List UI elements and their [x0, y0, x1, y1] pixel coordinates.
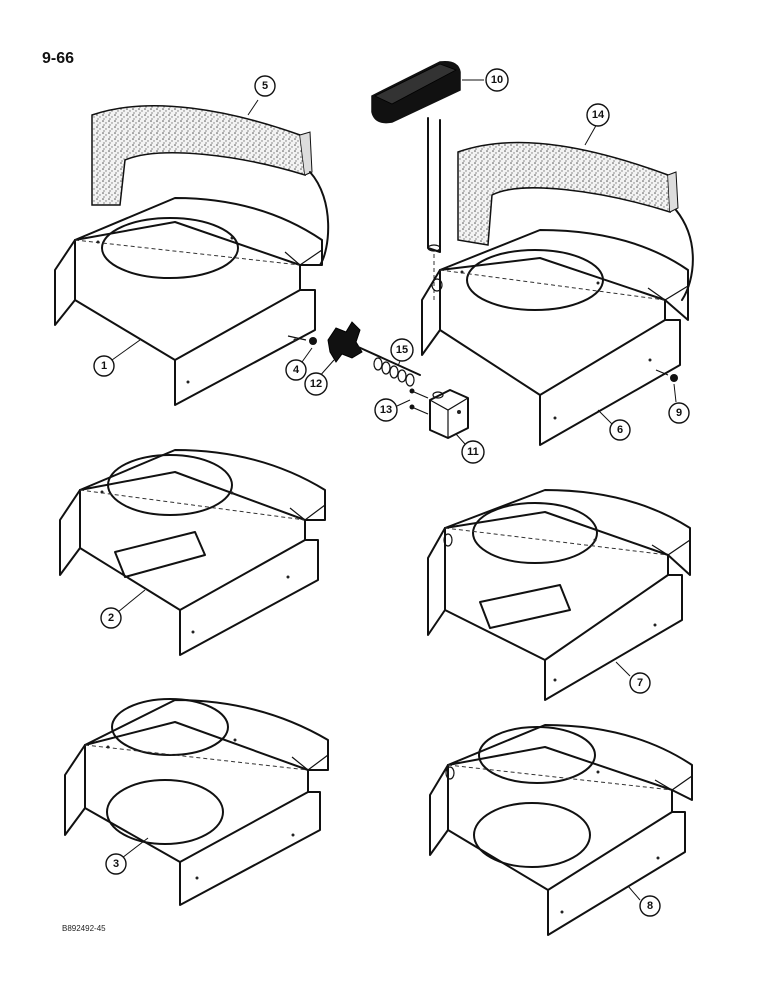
callout-1-label: 1: [101, 360, 107, 372]
callout-6: 6: [609, 419, 631, 441]
leader-9: [673, 383, 677, 403]
cover-part-3: [64, 698, 329, 906]
leader-7: [615, 661, 631, 677]
leader-13: [396, 399, 411, 407]
callout-9: 9: [668, 402, 690, 424]
screw-part-4: [287, 335, 317, 345]
foam-pad-leader-left: [309, 171, 330, 266]
callout-14-label: 14: [592, 109, 605, 121]
handle-part-10: [371, 60, 461, 300]
page-number: 9-66: [42, 50, 75, 67]
leader-3: [121, 837, 149, 859]
callout-2-label: 2: [108, 612, 114, 624]
knob-part-12: [327, 321, 421, 376]
cover-part-6: [421, 229, 689, 446]
callout-5: 5: [254, 75, 276, 97]
cover-part-7: [427, 489, 691, 701]
cover-part-1: [54, 197, 323, 406]
callout-7-label: 7: [637, 677, 643, 689]
leader-5: [247, 99, 259, 116]
callout-5-label: 5: [262, 80, 268, 92]
reference-code: B892492-45: [62, 924, 106, 933]
washers-part-15: [373, 357, 415, 387]
callout-11-label: 11: [467, 446, 479, 458]
callout-14: 14: [586, 103, 610, 127]
foam-pad-leader-right: [675, 209, 694, 301]
screws-part-13: [409, 388, 429, 415]
callout-15-label: 15: [396, 344, 408, 356]
leader-4: [301, 347, 313, 363]
callout-13-label: 13: [380, 404, 392, 416]
callout-6-label: 6: [617, 424, 623, 436]
callout-3: 3: [105, 853, 127, 875]
cover-part-8: [429, 724, 693, 936]
callout-10-label: 10: [491, 74, 503, 86]
leader-6: [597, 409, 613, 425]
callout-11: 11: [461, 440, 485, 464]
screw-part-9: [655, 369, 678, 382]
cover-part-2: [59, 449, 326, 656]
callout-2: 2: [100, 607, 122, 629]
callout-10: 10: [485, 68, 509, 92]
leader-11: [455, 433, 466, 445]
leader-8: [627, 885, 641, 901]
leader-1: [111, 339, 141, 361]
foam-pad-left: [91, 104, 313, 206]
callout-4-label: 4: [293, 364, 300, 376]
callout-12-label: 12: [310, 378, 322, 390]
leader-2: [117, 589, 146, 613]
callout-8: 8: [639, 895, 661, 917]
block-part-11: [429, 389, 469, 439]
foam-pad-right: [457, 141, 679, 246]
callout-7: 7: [629, 672, 651, 694]
callout-1: 1: [93, 355, 115, 377]
callout-12: 12: [304, 372, 328, 396]
callout-9-label: 9: [676, 407, 682, 419]
callout-8-label: 8: [647, 900, 653, 912]
callout-15: 15: [390, 338, 414, 362]
callout-13: 13: [374, 398, 398, 422]
callout-4: 4: [285, 359, 307, 381]
callout-3-label: 3: [113, 858, 119, 870]
